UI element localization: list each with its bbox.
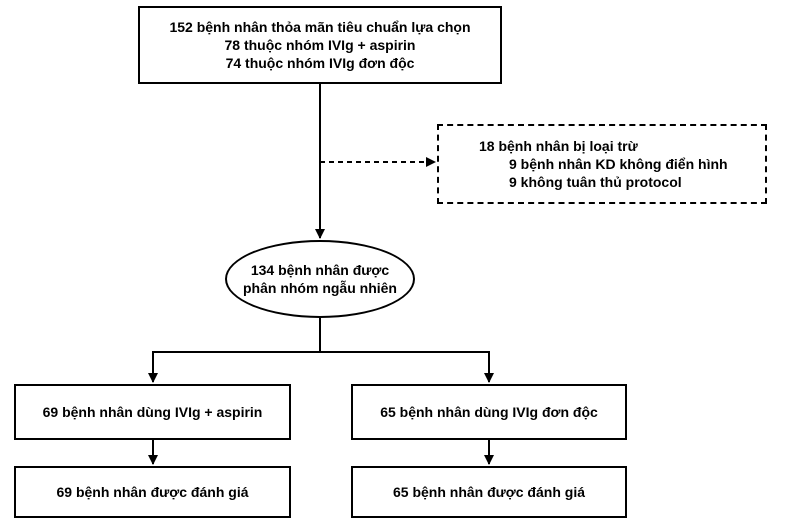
ivig-aspirin-arm-box: 69 bệnh nhân dùng IVIg + aspirin [14,384,291,440]
excluded-noncompliant-line: 9 không tuân thủ protocol [509,174,682,190]
aspirin-evaluated-label: 69 bệnh nhân được đánh giá [56,484,249,500]
eligible-patients-box: 152 bệnh nhân thỏa mãn tiêu chuẩn lựa ch… [138,6,502,84]
excluded-total-line: 18 bệnh nhân bị loại trừ [479,138,638,154]
alone-group-line: 74 thuộc nhóm IVIg đơn độc [225,55,415,71]
randomized-line-1: 134 bệnh nhân được [250,262,390,278]
alone-evaluated-label: 65 bệnh nhân được đánh giá [392,484,585,500]
ivig-alone-arm-box: 65 bệnh nhân dùng IVIg đơn độc [351,384,627,440]
aspirin-evaluated-box: 69 bệnh nhân được đánh giá [14,466,291,518]
randomized-patients-ellipse: 134 bệnh nhân được phân nhóm ngẫu nhiên [225,240,415,318]
eligible-line: 152 bệnh nhân thỏa mãn tiêu chuẩn lựa ch… [169,19,471,35]
alone-evaluated-box: 65 bệnh nhân được đánh giá [351,466,627,518]
excluded-atypical-line: 9 bệnh nhân KD không điển hình [509,156,728,172]
ivig-alone-arm-label: 65 bệnh nhân dùng IVIg đơn độc [380,404,598,420]
excluded-patients-box: 18 bệnh nhân bị loại trừ 9 bệnh nhân KD … [437,124,767,204]
ivig-aspirin-arm-label: 69 bệnh nhân dùng IVIg + aspirin [42,404,263,420]
aspirin-group-line: 78 thuộc nhóm IVIg + aspirin [224,37,416,53]
randomized-line-2: phân nhóm ngẫu nhiên [243,280,397,296]
